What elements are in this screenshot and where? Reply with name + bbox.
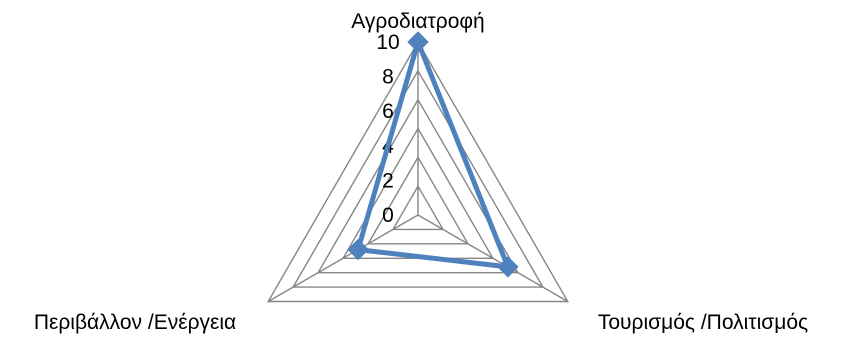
radial-tick-label: 0: [382, 204, 394, 227]
grid-ring: [316, 98, 520, 274]
category-label: Αγροδιατροφή: [351, 10, 484, 33]
grid-spoke: [417, 214, 569, 303]
grid-ring: [366, 155, 470, 245]
category-label: Τουρισμός /Πολιτισμός: [598, 311, 808, 334]
grid-ring: [266, 40, 570, 303]
series-layer: [347, 31, 519, 278]
grid-spoke: [267, 214, 419, 303]
radial-tick-label: 6: [382, 100, 394, 123]
radial-tick-label: 8: [382, 66, 394, 89]
grid-ring: [391, 184, 445, 231]
series-line: [355, 39, 511, 270]
grid-layer: [266, 40, 570, 303]
data-point-marker: [407, 31, 429, 53]
data-point-marker: [347, 238, 369, 261]
grid-ring: [291, 69, 545, 288]
category-label: Περιβάλλον /Ενέργεια: [34, 311, 236, 334]
radial-tick-label: 10: [376, 31, 399, 54]
data-point-marker: [497, 256, 519, 278]
radial-tick-label: 2: [382, 169, 394, 192]
